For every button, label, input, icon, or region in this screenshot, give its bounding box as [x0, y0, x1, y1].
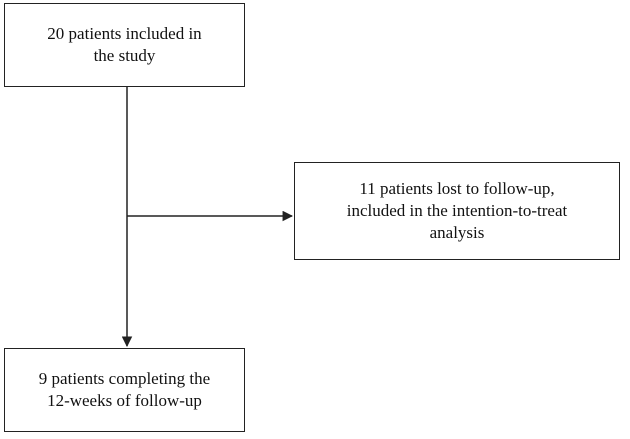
enrolled-patients-box: 20 patients included in the study: [4, 3, 245, 87]
enrolled-patients-text: 20 patients included in the study: [47, 24, 202, 65]
lost-to-follow-up-text: 11 patients lost to follow-up, included …: [346, 179, 568, 242]
completed-follow-up-box: 9 patients completing the 12-weeks of fo…: [4, 348, 245, 432]
lost-to-follow-up-box: 11 patients lost to follow-up, included …: [294, 162, 620, 260]
completed-follow-up-text: 9 patients completing the 12-weeks of fo…: [38, 369, 211, 410]
